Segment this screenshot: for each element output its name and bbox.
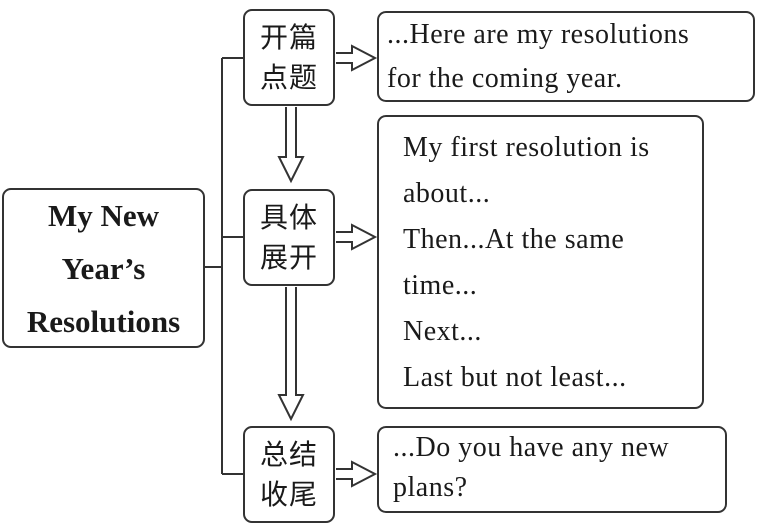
content-line: ...Here are my resolutions: [387, 19, 690, 50]
title-line: Year’s: [61, 250, 146, 286]
content-line: about...: [403, 178, 491, 209]
content-line: time...: [403, 270, 478, 301]
title-line: My New: [47, 197, 160, 233]
stage-box-body: 具体 展开: [243, 189, 335, 286]
stage-box-closing: 总结 收尾: [243, 426, 335, 523]
stage-box-opening: 开篇 点题: [243, 9, 335, 106]
right-arrow-3: [336, 460, 378, 488]
right-arrow-1: [336, 44, 378, 72]
content-line: Last but not least...: [403, 362, 627, 393]
content-line: Next...: [403, 316, 482, 347]
content-box-body: My first resolution is about... Then...A…: [377, 115, 704, 409]
content-line: My first resolution is: [403, 132, 650, 163]
content-box-opening: ...Here are my resolutions for the comin…: [377, 11, 755, 102]
down-arrow-2: [277, 287, 305, 422]
down-arrow-1: [277, 107, 305, 184]
content-line: plans?: [393, 472, 468, 503]
stage-label: 总结: [259, 437, 318, 471]
content-line: ...Do you have any new: [393, 432, 670, 463]
bracket-line: [205, 57, 243, 475]
stage-label: 点题: [259, 60, 318, 94]
content-line: Then...At the same: [403, 224, 625, 255]
stage-label: 开篇: [259, 20, 318, 54]
title-line: Resolutions: [26, 303, 181, 339]
content-line: for the coming year.: [387, 63, 623, 94]
stage-label: 收尾: [259, 477, 318, 511]
content-box-closing: ...Do you have any new plans?: [377, 426, 727, 513]
title-box: My New Year’s Resolutions: [2, 188, 205, 348]
stage-label: 具体: [259, 200, 318, 234]
right-arrow-2: [336, 223, 378, 251]
stage-label: 展开: [259, 240, 318, 274]
